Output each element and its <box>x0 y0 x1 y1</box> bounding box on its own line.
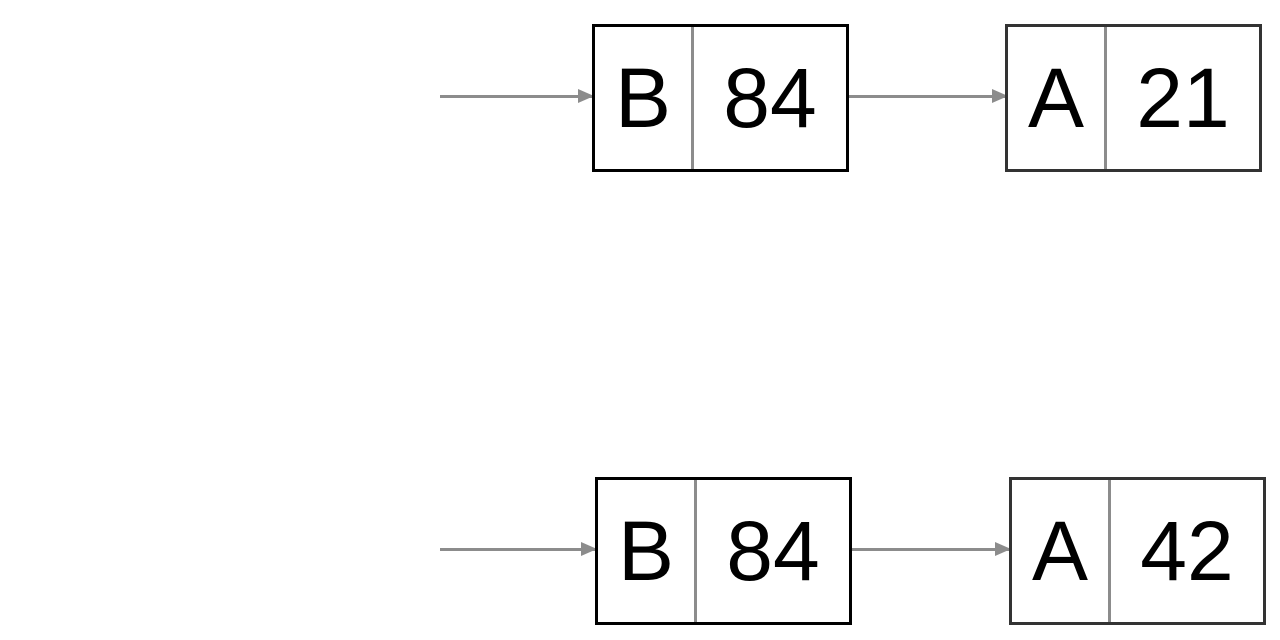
list-node: B 84 <box>592 24 849 172</box>
head-pointer-arrow-1 <box>440 89 594 103</box>
node-key: A <box>1012 480 1111 622</box>
node-value: 21 <box>1136 51 1230 145</box>
node-value: 42 <box>1140 504 1234 598</box>
next-pointer-arrow <box>849 89 1008 103</box>
list-node: A 21 <box>1005 24 1262 172</box>
node-value: 84 <box>723 51 817 145</box>
node-key: B <box>598 480 697 622</box>
list-node: A 42 <box>1009 477 1266 625</box>
node-value: 84 <box>726 504 820 598</box>
node-key: B <box>595 27 694 169</box>
next-pointer-arrow <box>852 542 1011 556</box>
list-node: B 84 <box>595 477 852 625</box>
node-key: A <box>1008 27 1107 169</box>
head-pointer-arrow-2 <box>440 542 597 556</box>
